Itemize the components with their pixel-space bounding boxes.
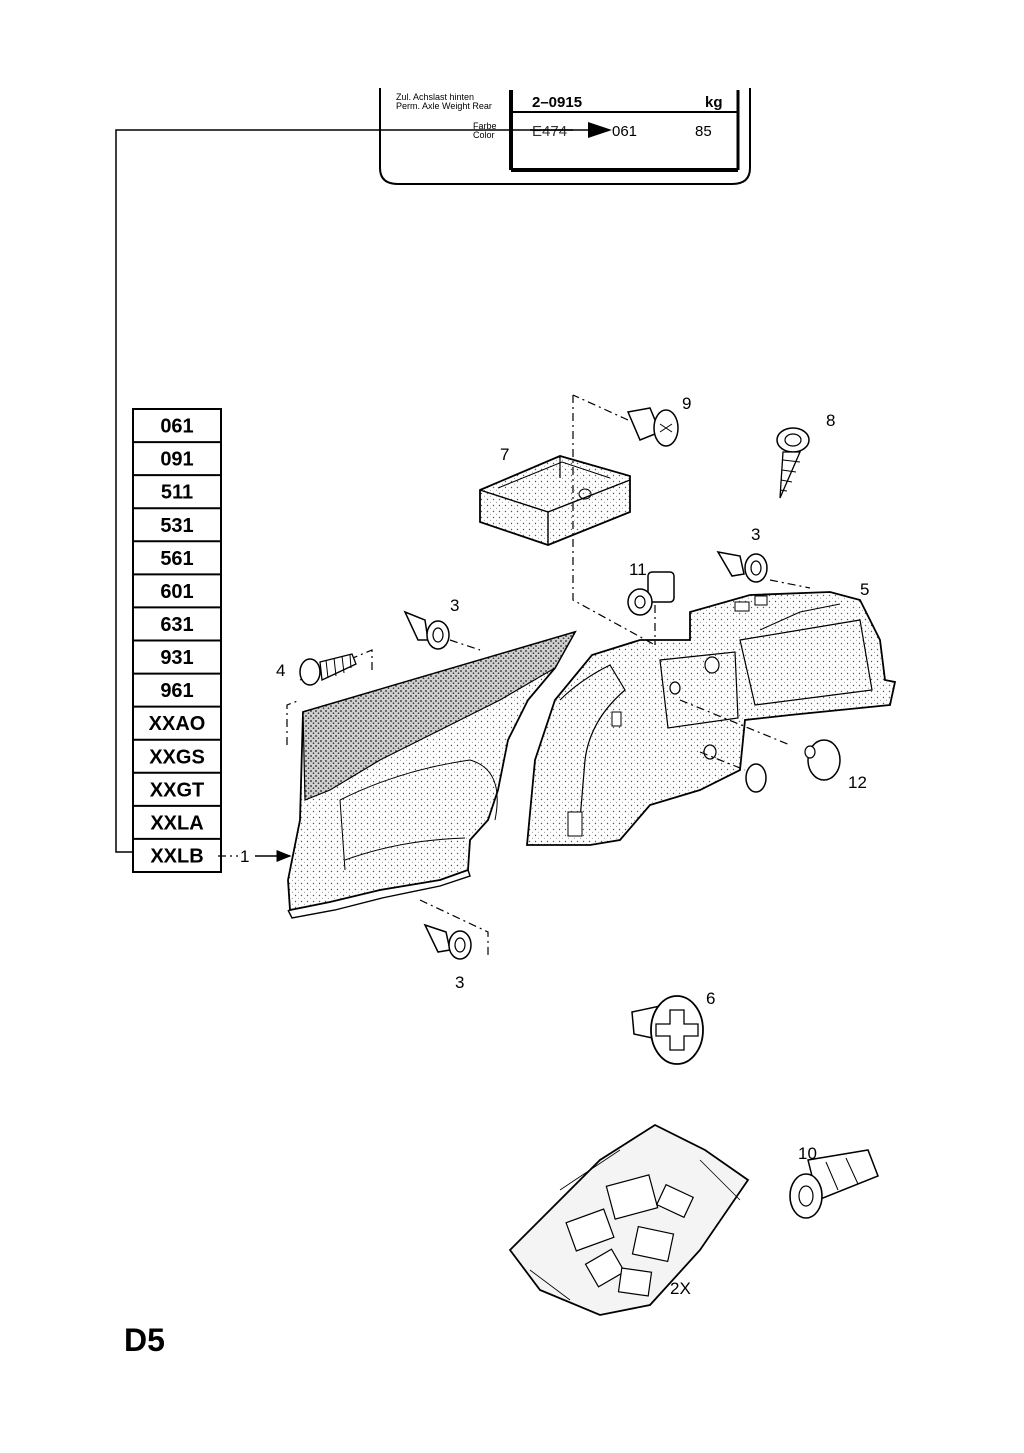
callout-12: 12 xyxy=(848,773,867,792)
part-3-clip-upper xyxy=(403,610,450,650)
callout-6: 6 xyxy=(706,989,715,1008)
color-code-cell: XXLA xyxy=(150,812,203,834)
plate-axle-weight-unit: kg xyxy=(705,94,723,111)
plate-row2-german: Farbe xyxy=(473,121,497,131)
color-code-cell: 601 xyxy=(160,581,193,603)
plate-color-value: 061 xyxy=(612,123,637,140)
callout-7: 7 xyxy=(500,445,509,464)
color-code-cell: 631 xyxy=(160,614,193,636)
part-5-inner-wheelhouse-panel xyxy=(526,591,897,846)
color-code-cell: 561 xyxy=(160,548,193,570)
color-code-cell: XXGS xyxy=(149,746,205,768)
part-4-screw xyxy=(299,653,357,686)
callout-3-right: 3 xyxy=(751,525,760,544)
callout-3-upper: 3 xyxy=(450,596,459,615)
part-8-screw xyxy=(776,427,810,499)
plate-row1-english: Perm. Axle Weight Rear xyxy=(396,101,492,111)
part-12-knob xyxy=(745,739,841,793)
callout-10: 10 xyxy=(798,1144,817,1163)
callout-9: 9 xyxy=(682,394,691,413)
plate-row1-german: Zul. Achslast hinten xyxy=(396,92,474,102)
vehicle-label-plate: Zul. Achslast hinten Perm. Axle Weight R… xyxy=(379,88,751,185)
part-11-fastener xyxy=(627,571,675,616)
part-3-clip-lower xyxy=(423,923,472,960)
plate-extra-value: 85 xyxy=(695,123,712,140)
assembly-dash-lines xyxy=(218,394,811,955)
color-code-cell: 061 xyxy=(160,416,193,438)
plate-axle-weight-value: 2–0915 xyxy=(532,94,582,111)
callout-3-lower: 3 xyxy=(455,973,464,992)
part-7-storage-tray xyxy=(479,455,631,546)
color-code-cell: 511 xyxy=(161,482,193,504)
color-code-cell: XXGT xyxy=(150,779,204,801)
callout-labels: 1 3 3 3 4 5 6 7 8 9 10 11 12 2X xyxy=(240,394,869,1298)
color-code-cell: 961 xyxy=(160,680,193,702)
callout-1: 1 xyxy=(240,847,249,866)
part-6-cap-plug xyxy=(631,995,704,1065)
plate-row2-english: Color xyxy=(473,130,495,140)
part-1-quarter-trim-panel xyxy=(287,630,577,919)
callout-5: 5 xyxy=(860,580,869,599)
color-code-cell: XXLB xyxy=(150,845,203,867)
color-code-cell: XXAO xyxy=(149,713,206,735)
callout-8: 8 xyxy=(826,411,835,430)
color-leader-line xyxy=(115,122,612,853)
callout-4: 4 xyxy=(276,661,285,680)
color-code-cell: 531 xyxy=(160,515,193,537)
callout-11: 11 xyxy=(629,560,647,579)
color-code-cell: 091 xyxy=(160,449,193,471)
parts-kit-bag xyxy=(508,1123,750,1316)
color-code-cell: 931 xyxy=(160,647,193,669)
bag-quantity-label: 2X xyxy=(670,1279,691,1298)
part-9-push-clip xyxy=(626,407,679,447)
page-code: D5 xyxy=(124,1322,165,1358)
part-10-fastener xyxy=(789,1149,879,1219)
plate-struck-code: E474 xyxy=(532,123,567,140)
part-3-clip-right xyxy=(716,550,768,583)
